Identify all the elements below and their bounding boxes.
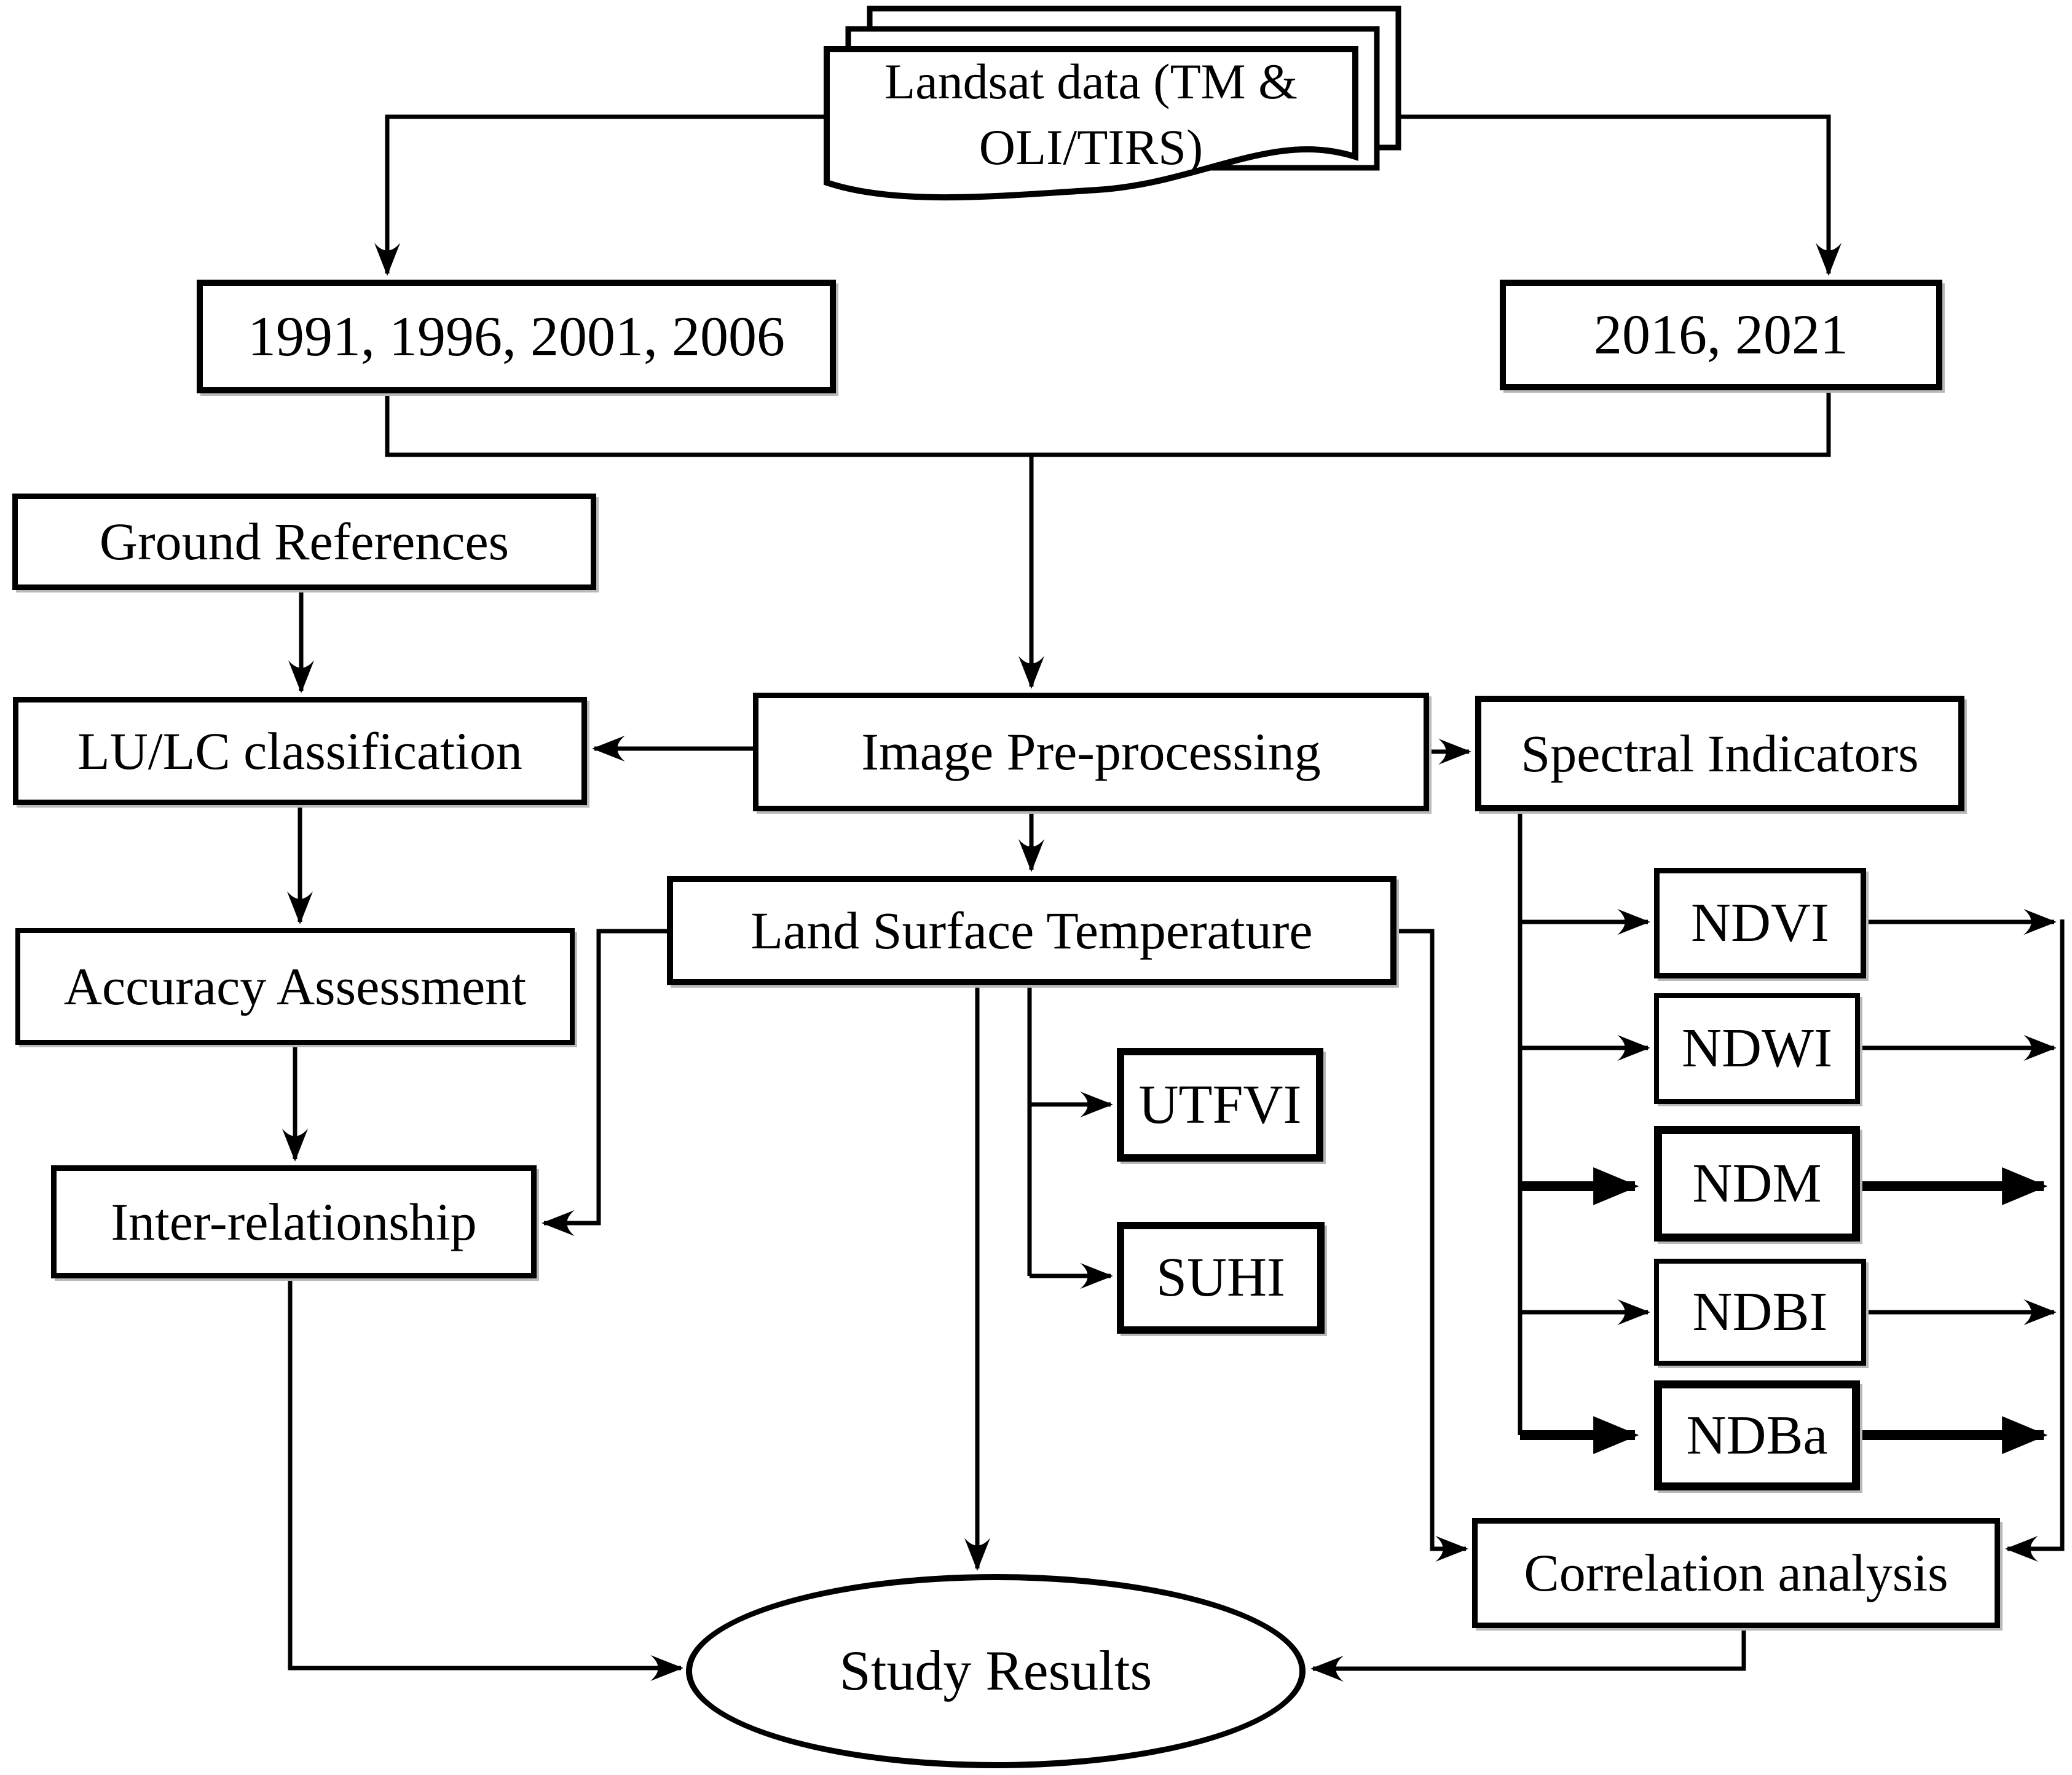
node-accuracy-assessment: Accuracy Assessment xyxy=(15,928,575,1045)
node-ndvi: NDVI xyxy=(1654,868,1866,978)
node-ndwi: NDWI xyxy=(1654,993,1860,1104)
node-inter-relationship: Inter-relationship xyxy=(51,1165,537,1278)
image-preprocessing-label: Image Pre-processing xyxy=(861,722,1321,782)
edge-landsat-to-years-tm xyxy=(374,114,827,276)
years-oli-label: 2016, 2021 xyxy=(1594,303,1848,366)
node-ndbi: NDBI xyxy=(1654,1259,1866,1366)
node-study-results: Study Results xyxy=(686,1574,1306,1768)
node-suhi: SUHI xyxy=(1117,1222,1325,1334)
node-ground-references: Ground References xyxy=(12,494,596,590)
node-years-oli: 2016, 2021 xyxy=(1500,280,1942,390)
node-land-surface-temperature: Land Surface Temperature xyxy=(667,876,1396,985)
land-surface-temperature-label: Land Surface Temperature xyxy=(750,900,1313,960)
node-ndba: NDBa xyxy=(1654,1380,1860,1490)
accuracy-assessment-label: Accuracy Assessment xyxy=(63,956,527,1016)
inter-relationship-label: Inter-relationship xyxy=(111,1192,477,1251)
edge-correlation-to-results xyxy=(1310,1628,1746,1682)
node-years-tm: 1991, 1996, 2001, 2006 xyxy=(197,280,836,393)
node-spectral-indicators: Spectral Indicators xyxy=(1475,696,1964,811)
correlation-analysis-label: Correlation analysis xyxy=(1524,1543,1948,1603)
edge-lst-to-inter-relationship xyxy=(542,929,667,1237)
years-tm-label: 1991, 1996, 2001, 2006 xyxy=(248,304,785,368)
ndwi-label: NDWI xyxy=(1682,1018,1832,1079)
node-landsat-data: Landsat data (TM & OLI/TIRS) xyxy=(827,53,1355,175)
edge-inter-relationship-to-results xyxy=(288,1278,683,1682)
node-image-preprocessing: Image Pre-processing xyxy=(753,693,1429,811)
landsat-doc-sheet-front xyxy=(824,46,1358,201)
node-utfvi: UTFVI xyxy=(1117,1048,1323,1162)
landsat-label-line2: OLI/TIRS) xyxy=(979,119,1203,175)
edge-years-merge-rail xyxy=(385,390,1831,457)
ndm-label: NDM xyxy=(1692,1153,1822,1214)
ndvi-label: NDVI xyxy=(1691,892,1829,954)
node-ndm: NDM xyxy=(1654,1126,1860,1242)
node-lulc-classification: LU/LC classification xyxy=(13,697,587,805)
node-correlation-analysis: Correlation analysis xyxy=(1472,1518,2000,1628)
spectral-indicators-label: Spectral Indicators xyxy=(1521,723,1919,783)
ndbi-label: NDBI xyxy=(1692,1281,1828,1343)
ndba-label: NDBa xyxy=(1686,1404,1828,1466)
landsat-label-line1: Landsat data (TM & xyxy=(884,53,1298,110)
utfvi-label: UTFVI xyxy=(1138,1074,1302,1135)
ground-references-label: Ground References xyxy=(99,512,510,572)
suhi-label: SUHI xyxy=(1156,1247,1285,1309)
study-results-label: Study Results xyxy=(839,1639,1152,1702)
edge-rail-to-correlation xyxy=(2005,919,2065,1562)
edge-lst-to-correlation xyxy=(1396,929,1468,1562)
edge-landsat-to-years-oli xyxy=(1398,114,1842,276)
lulc-classification-label: LU/LC classification xyxy=(77,721,522,781)
